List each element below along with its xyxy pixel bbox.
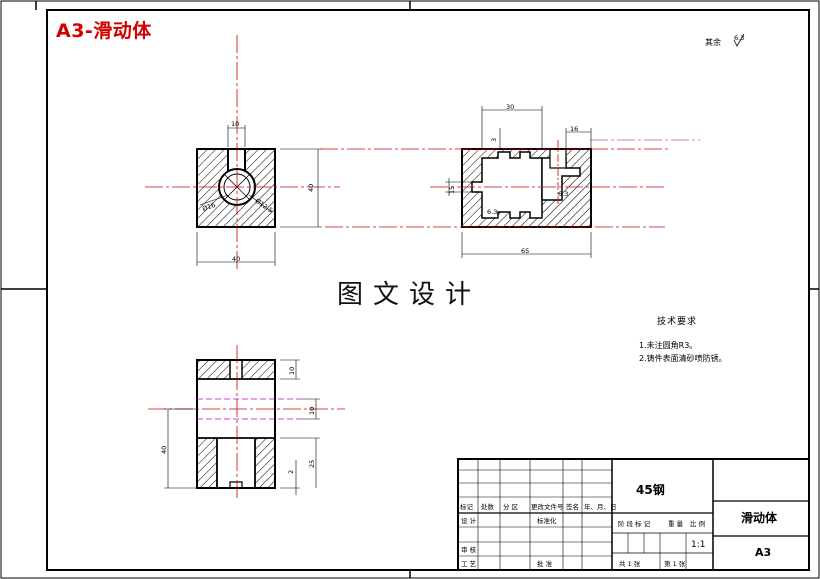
dim-side-right: 16 — [570, 125, 578, 133]
dim-front-slot: 10 — [231, 120, 239, 128]
dim-bottom-mid: 10 — [308, 407, 316, 415]
dim-side-r2: 6.3 — [558, 190, 568, 198]
label-standard: 标准化 — [537, 516, 557, 525]
stage-header-scale: 比 例 — [690, 519, 705, 528]
tech-note-2: 2.铸件表面清砂喷防锈。 — [639, 354, 727, 363]
drawing-frame — [46, 9, 810, 571]
rev-header-date: 年、月、日 — [584, 502, 617, 511]
rev-header-doc: 更改文件号 — [531, 502, 564, 511]
part-name: 滑动体 — [741, 510, 778, 525]
dim-front-height: 40 — [307, 184, 315, 192]
rev-header-zone: 分 区 — [503, 502, 519, 511]
title-block — [457, 458, 810, 571]
dim-side-top: 30 — [506, 103, 514, 111]
drawing-title: A3-滑动体 — [56, 20, 152, 42]
dim-front-width: 40 — [232, 255, 240, 263]
bottom-view — [148, 345, 345, 500]
roughness-symbol — [733, 33, 745, 47]
sheets-total: 共 1 张 — [619, 559, 641, 568]
label-process: 工 艺 — [461, 560, 477, 568]
material: 45钢 — [636, 482, 665, 497]
stage-header-mark: 阶 段 标 记 — [618, 519, 651, 528]
dim-bottom-top: 10 — [288, 367, 296, 375]
sheet-size: A3 — [755, 546, 771, 559]
dim-bottom-height: 40 — [160, 446, 168, 454]
watermark: 图文设计 — [337, 280, 482, 310]
label-check: 审 核 — [461, 545, 477, 554]
roughness-note: 其余 — [705, 38, 721, 47]
stage-header-weight: 重 量 — [668, 520, 684, 528]
label-design: 设 计 — [461, 516, 477, 525]
rev-header-sign: 签名 — [566, 502, 579, 511]
scale-value: 1:1 — [691, 540, 705, 550]
dim-side-length: 65 — [521, 247, 529, 255]
dim-bottom-lower: 25 — [308, 460, 316, 468]
label-approve: 批 准 — [537, 559, 553, 568]
front-view — [145, 35, 340, 270]
tech-note-1: 1.未注圆角R3。 — [639, 341, 698, 350]
sheet-no: 第 1 张 — [664, 559, 686, 568]
roughness-value: 6.3 — [734, 34, 744, 42]
tech-requirements-title: 技术要求 — [657, 317, 698, 327]
section-view — [320, 106, 700, 258]
rev-header-mark: 标记 — [460, 502, 474, 511]
rev-header-count: 处数 — [481, 502, 495, 511]
dim-side-hole: 15 — [448, 186, 456, 194]
dim-side-small: 3 — [490, 138, 498, 142]
dim-bottom-small: 2 — [287, 470, 295, 474]
dim-side-r1: 6.3 — [487, 208, 497, 216]
